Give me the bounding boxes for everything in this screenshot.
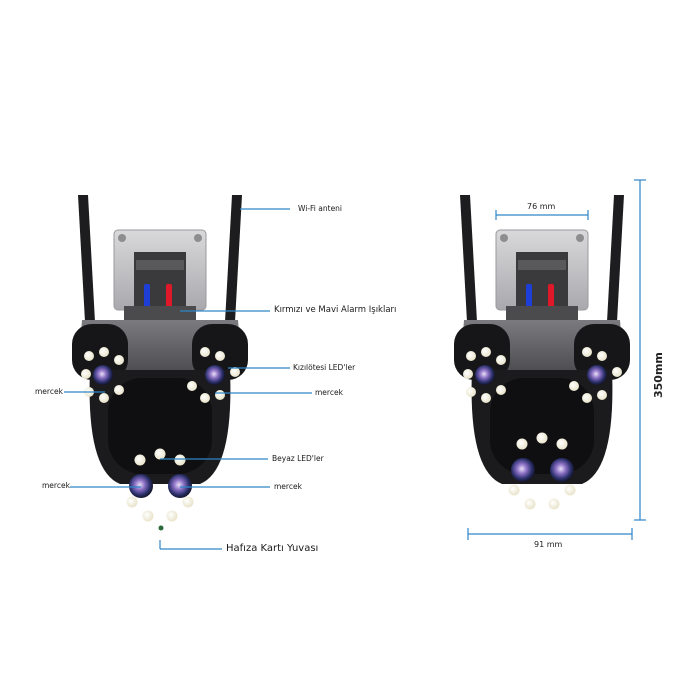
height-label: 350mm <box>652 352 665 398</box>
right-upper-lens-2 <box>587 365 607 385</box>
left-upper-lens-1 <box>93 365 113 385</box>
lens-right-upper-label: mercek <box>315 388 343 397</box>
left-lower-lens-1 <box>129 474 153 498</box>
left-white-leds <box>126 448 194 522</box>
right-white-leds <box>508 432 576 510</box>
white-leds-label: Beyaz LED'ler <box>272 454 324 463</box>
lens-left-lower-label: mercek <box>42 481 70 490</box>
bottom-width-label: 91 mm <box>534 540 563 549</box>
memory-card-slot-label: Hafıza Kartı Yuvası <box>226 543 319 554</box>
right-lower-lens-2 <box>550 458 574 482</box>
right-upper-lens-1 <box>475 365 495 385</box>
right-lower-lens-1 <box>511 458 535 482</box>
wifi-antenna-label: Wi-Fi anteni <box>298 204 343 213</box>
top-width-label: 76 mm <box>527 202 556 211</box>
callout-lines <box>64 208 312 550</box>
right-upper-ir-leds <box>463 347 622 403</box>
left-upper-lens-2 <box>205 365 225 385</box>
dimension-lines <box>467 179 646 540</box>
left-sd-slot <box>158 525 164 531</box>
alarm-lights-label: Kırmızı ve Mavi Alarm Işıkları <box>274 305 397 315</box>
camera-left <box>71 194 249 485</box>
left-lower-lens-2 <box>168 474 192 498</box>
lens-right-lower-label: mercek <box>274 482 302 491</box>
ir-leds-label: Kızılötesi LED'ler <box>293 363 356 372</box>
lens-left-upper-label: mercek <box>35 387 63 396</box>
